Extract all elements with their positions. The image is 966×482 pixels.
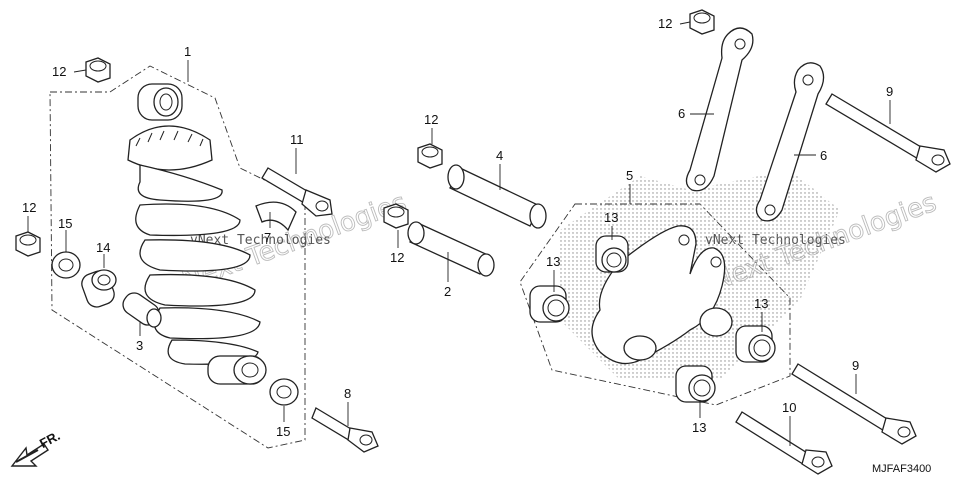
nut-12-shock-top	[85, 57, 111, 83]
bolt-9-bottom	[791, 363, 917, 445]
callout-3: 3	[136, 338, 143, 353]
nut-12-top-right	[689, 9, 715, 35]
callout-4: 4	[496, 148, 503, 163]
spacer-7	[255, 201, 297, 232]
callout-15-right: 15	[276, 424, 290, 439]
nut-12-mid-lower	[383, 203, 409, 229]
collar-2	[407, 221, 495, 277]
leader-lines	[27, 21, 891, 446]
callout-12-shock-top: 12	[52, 64, 66, 79]
callout-12-mid-lower: 12	[390, 250, 404, 265]
needle-bearing-13-right	[735, 325, 776, 363]
needle-bearing-13-left	[529, 285, 570, 323]
callouts: 1 12 12 15 14 3 11 7 8 15 12 4 12 2 5 13…	[22, 16, 893, 439]
callout-12-left: 12	[22, 200, 36, 215]
bolt-11	[261, 167, 333, 217]
needle-bearing-13-top	[595, 235, 629, 273]
shock-link-5	[560, 170, 840, 380]
callout-11: 11	[290, 132, 304, 147]
callout-6-right: 6	[820, 148, 827, 163]
callout-12-mid-upper: 12	[424, 112, 438, 127]
needle-bearing-13-bottom	[675, 365, 716, 403]
callout-9-bottom: 9	[852, 358, 859, 373]
dust-seal-15-left	[51, 251, 81, 279]
callout-9-top: 9	[886, 84, 893, 99]
nut-12-mid-upper	[417, 143, 443, 169]
rear-shock-absorber	[127, 83, 267, 385]
callout-13-left: 13	[546, 254, 560, 269]
callout-7: 7	[264, 230, 271, 245]
dust-seal-15-right	[269, 378, 299, 406]
watermark-small-left: vNext Technologies	[190, 233, 331, 248]
callout-13-bottom: 13	[692, 420, 706, 435]
bolt-9-top	[825, 93, 951, 173]
callout-1: 1	[184, 44, 191, 59]
nut-12-left	[15, 231, 41, 257]
bearing-14	[81, 269, 117, 308]
connecting-rod-6-right	[755, 62, 825, 222]
collar-3	[122, 292, 162, 328]
callout-2: 2	[444, 284, 451, 299]
connecting-rod-6-left	[685, 27, 754, 192]
callout-10: 10	[782, 400, 796, 415]
callout-8: 8	[344, 386, 351, 401]
bolt-8	[311, 407, 379, 453]
bolt-10	[735, 411, 833, 475]
callout-5: 5	[626, 168, 633, 183]
callout-6-left: 6	[678, 106, 685, 121]
collar-4	[447, 164, 547, 229]
callout-13-top: 13	[604, 210, 618, 225]
callout-15-left: 15	[58, 216, 72, 231]
front-direction-indicator: FR.	[10, 428, 62, 467]
callout-12-top-right: 12	[658, 16, 672, 31]
diagram-code: MJFAF3400	[872, 463, 931, 475]
callout-14: 14	[96, 240, 110, 255]
callout-13-right: 13	[754, 296, 768, 311]
